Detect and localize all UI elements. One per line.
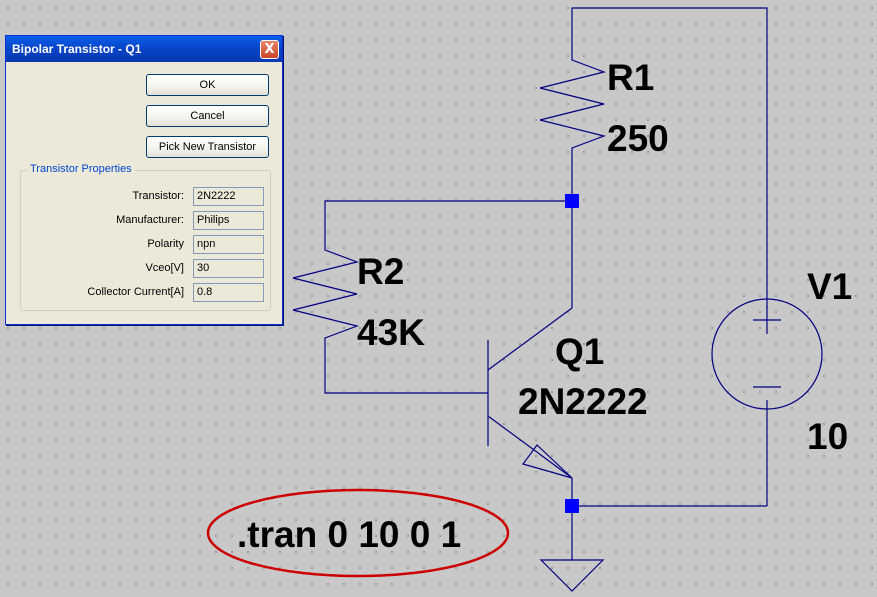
pick-new-transistor-button[interactable]: Pick New Transistor <box>146 136 269 158</box>
q1-model[interactable]: 2N2222 <box>518 381 648 422</box>
r1-value[interactable]: 250 <box>607 118 669 159</box>
node-junction <box>565 194 579 208</box>
node-junction <box>565 499 579 513</box>
dialog-titlebar[interactable]: Bipolar Transistor - Q1 X <box>6 36 282 62</box>
dialog-title: Bipolar Transistor - Q1 <box>12 42 142 56</box>
v1-name[interactable]: V1 <box>807 266 852 307</box>
vceo-label: Vceo[V] <box>145 262 184 274</box>
transistor-field[interactable]: 2N2222 <box>193 187 264 206</box>
polarity-field[interactable]: npn <box>193 235 264 254</box>
r2-resistor[interactable] <box>292 238 360 346</box>
transistor-properties-group: Transistor Properties <box>20 163 271 311</box>
ok-button[interactable]: OK <box>146 74 269 96</box>
tran-directive[interactable]: .tran 0 10 0 1 <box>237 514 461 555</box>
r1-resistor[interactable] <box>539 48 607 152</box>
ground-symbol[interactable] <box>539 559 605 592</box>
r2-value[interactable]: 43K <box>357 312 425 353</box>
bipolar-transistor-dialog: Bipolar Transistor - Q1 X OK Cancel Pick… <box>5 35 283 325</box>
wires <box>324 7 768 560</box>
cancel-button[interactable]: Cancel <box>146 105 269 127</box>
group-title: Transistor Properties <box>27 163 135 175</box>
collector-current-label: Collector Current[A] <box>87 286 184 298</box>
q1-transistor[interactable] <box>487 307 573 479</box>
transistor-label: Transistor: <box>132 190 184 202</box>
v1-value[interactable]: 10 <box>807 416 848 457</box>
directive-highlight <box>206 488 510 578</box>
polarity-label: Polarity <box>147 238 184 250</box>
close-icon[interactable]: X <box>260 39 279 59</box>
q1-name[interactable]: Q1 <box>555 331 604 372</box>
manufacturer-label: Manufacturer: <box>116 214 184 226</box>
r2-name[interactable]: R2 <box>357 251 404 292</box>
vceo-field[interactable]: 30 <box>193 259 264 278</box>
manufacturer-field[interactable]: Philips <box>193 211 264 230</box>
r1-name[interactable]: R1 <box>607 57 654 98</box>
v1-voltage-source[interactable] <box>711 298 823 410</box>
collector-current-field[interactable]: 0.8 <box>193 283 264 302</box>
